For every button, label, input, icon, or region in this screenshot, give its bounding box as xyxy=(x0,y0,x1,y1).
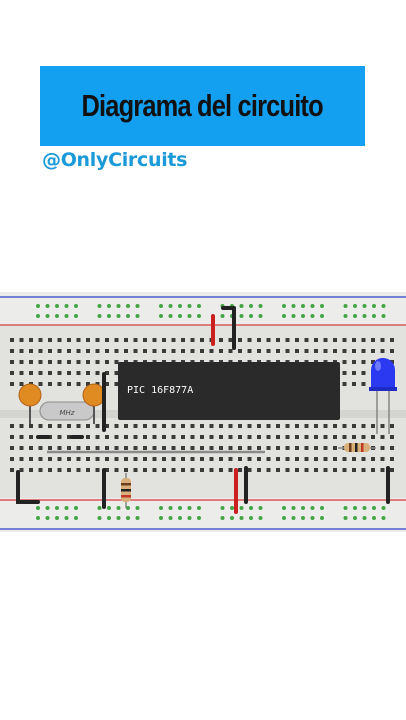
chip-label: PIC 16F877A xyxy=(127,385,193,396)
breadboard-diagram: MHz PIC 16F877A xyxy=(0,292,406,532)
pic-chip: PIC 16F877A xyxy=(118,362,340,420)
channel-handle: @OnlyCircuits xyxy=(42,149,188,171)
resistor xyxy=(121,473,131,508)
ceramic-capacitor xyxy=(18,383,42,424)
blue-led xyxy=(369,358,397,434)
resistor xyxy=(338,443,376,452)
top-rail-lines xyxy=(0,296,406,326)
title-text: Diagrama del circuito xyxy=(81,88,324,123)
crystal-oscillator: MHz xyxy=(39,401,95,421)
bottom-rail-lines xyxy=(0,499,406,530)
crystal-label: MHz xyxy=(60,409,75,417)
ceramic-capacitor xyxy=(82,383,106,424)
title-banner: Diagrama del circuito xyxy=(40,66,365,146)
jumper-wires xyxy=(16,306,390,514)
